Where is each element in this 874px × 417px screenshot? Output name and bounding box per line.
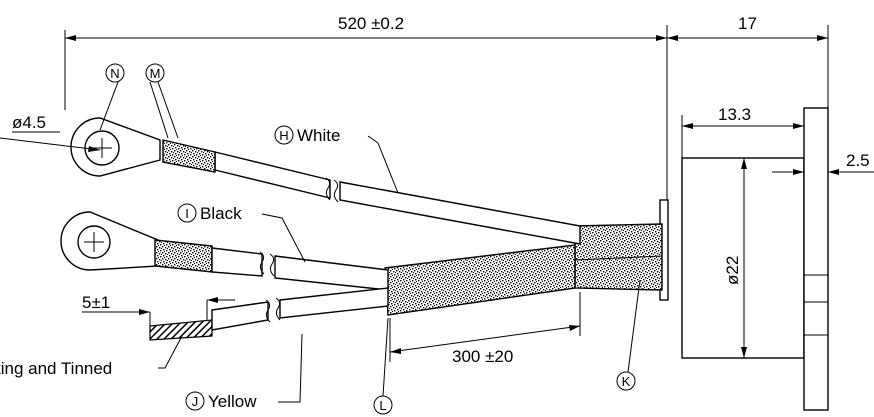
dim-flange-thickness-text: 2.5 (846, 151, 870, 170)
dim-strip-length: 5±1 (82, 293, 235, 326)
dim-terminal-hole-text: ø4.5 (12, 113, 46, 132)
yellow-wire (149, 287, 389, 341)
connector-body (659, 107, 829, 411)
callout-h-letter: H (279, 128, 288, 143)
dim-terminal-hole: ø4.5 (0, 113, 101, 152)
dim-flange-width-text: 17 (738, 14, 757, 33)
callout-l-letter: L (379, 398, 386, 413)
main-braided-sleeve (384, 223, 663, 316)
callout-h-text: White (297, 126, 340, 145)
dim-body-depth-text: 13.3 (718, 105, 751, 124)
dim-overall-length-text: 520 ±0.2 (338, 14, 404, 33)
callout-n: N (99, 63, 125, 131)
dim-flange-width: 17 (667, 14, 829, 108)
callout-i-text: Black (200, 204, 242, 223)
callout-m: M (145, 63, 179, 139)
callout-m-letter: M (150, 66, 161, 81)
callout-h: H White (274, 125, 399, 194)
dim-flange-thickness: 2.5 (772, 151, 874, 175)
callout-k: K (616, 279, 641, 391)
callout-i: I Black (177, 203, 306, 263)
dim-body-diameter-text: ø22 (723, 256, 742, 285)
dim-braid-length-text: 300 ±20 (452, 347, 513, 366)
dim-overall-length: 520 ±0.2 (64, 14, 668, 230)
callout-i-letter: I (185, 206, 189, 221)
terminal-top (70, 117, 161, 177)
callout-n-letter: N (110, 66, 119, 81)
stripping-note: ting and Tinned (0, 335, 183, 378)
callout-j-letter: J (192, 394, 199, 409)
callout-j-text: Yellow (208, 392, 257, 411)
callout-l: L (373, 317, 393, 415)
dim-strip-length-text: 5±1 (82, 293, 110, 312)
dim-braid-length: 300 ±20 (389, 292, 581, 366)
callout-j: J Yellow (185, 333, 303, 411)
dim-body-diameter: ø22 (723, 158, 747, 358)
black-wire (211, 247, 389, 291)
stripping-note-text: ting and Tinned (0, 359, 112, 378)
dim-body-depth: 13.3 (681, 105, 804, 158)
terminal-lower (60, 211, 213, 273)
callout-k-letter: K (622, 374, 631, 389)
white-wire (162, 139, 581, 245)
